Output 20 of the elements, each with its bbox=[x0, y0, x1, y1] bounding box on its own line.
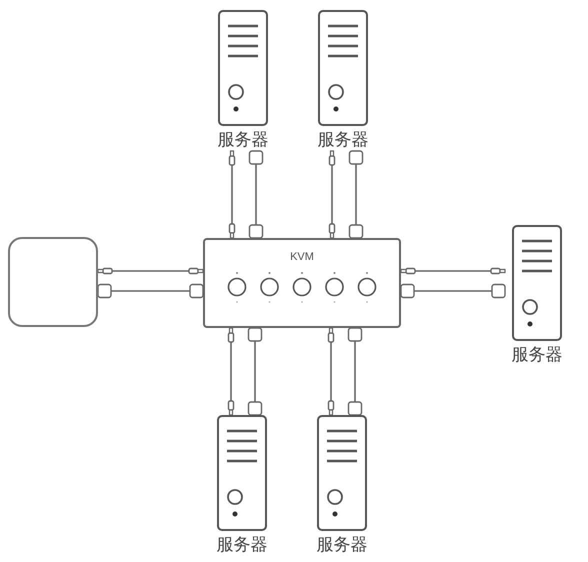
vga-cable bbox=[248, 150, 264, 239]
server-label: 服务器 bbox=[512, 345, 562, 365]
usb-cable bbox=[228, 150, 236, 239]
server-label: 服务器 bbox=[316, 535, 368, 555]
usb-cable bbox=[328, 327, 334, 416]
server-label: 服务器 bbox=[216, 535, 268, 555]
device-box bbox=[8, 237, 98, 327]
vga-cable bbox=[348, 150, 364, 239]
server-label: 服务器 bbox=[218, 130, 268, 150]
server-label: 服务器 bbox=[318, 130, 368, 150]
usb-cable bbox=[97, 268, 204, 274]
usb-cable bbox=[228, 327, 234, 416]
vga-cable bbox=[248, 327, 262, 416]
vga-cable bbox=[348, 327, 362, 416]
kvm-switch-box bbox=[203, 238, 401, 328]
usb-cable bbox=[400, 268, 506, 274]
usb-cable bbox=[328, 150, 336, 239]
vga-cable bbox=[400, 284, 506, 298]
device-label: KVM bbox=[290, 251, 314, 264]
vga-cable bbox=[97, 284, 204, 298]
